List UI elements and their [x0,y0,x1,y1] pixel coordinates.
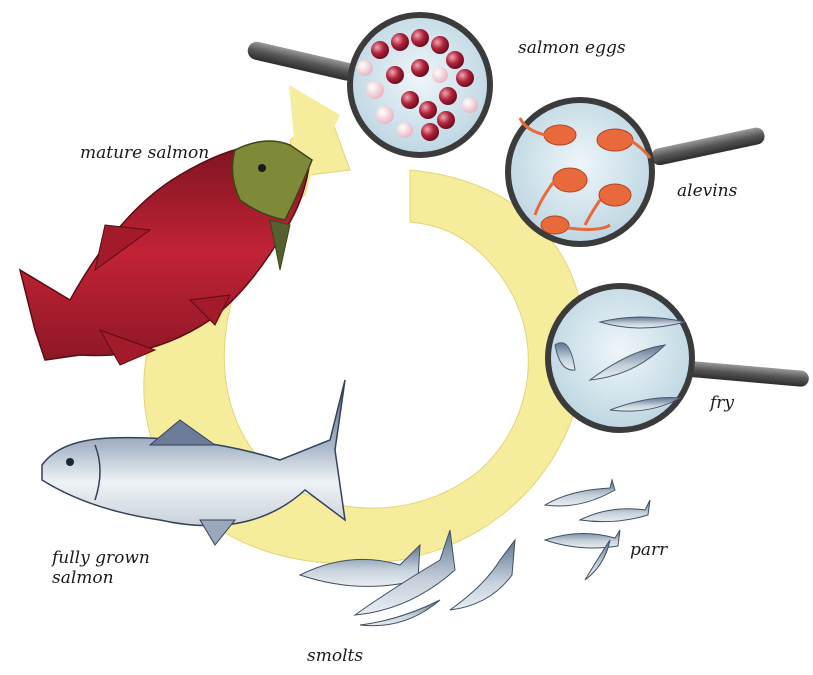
label-alevins: alevins [677,181,738,201]
label-mature-salmon: mature salmon [80,143,209,163]
label-smolts: smolts [307,646,363,666]
magnifying-glass-handle-icon [246,40,357,82]
magnifying-glass-handle-icon [650,126,766,167]
label-fully-grown-line2: salmon [52,568,114,588]
magnifying-glass-handle-icon [679,360,810,387]
mature-salmon-illustration [20,141,312,365]
fry-magnifier [548,286,810,430]
label-fully-grown-line1: fully grown [50,548,150,568]
label-fry: fry [708,393,734,413]
parr-fish-group [545,480,650,580]
label-parr: parr [630,540,668,560]
label-salmon-eggs: salmon eggs [518,38,626,58]
salmon-eggs-magnifier [246,15,490,155]
alevins-magnifier [508,100,766,244]
